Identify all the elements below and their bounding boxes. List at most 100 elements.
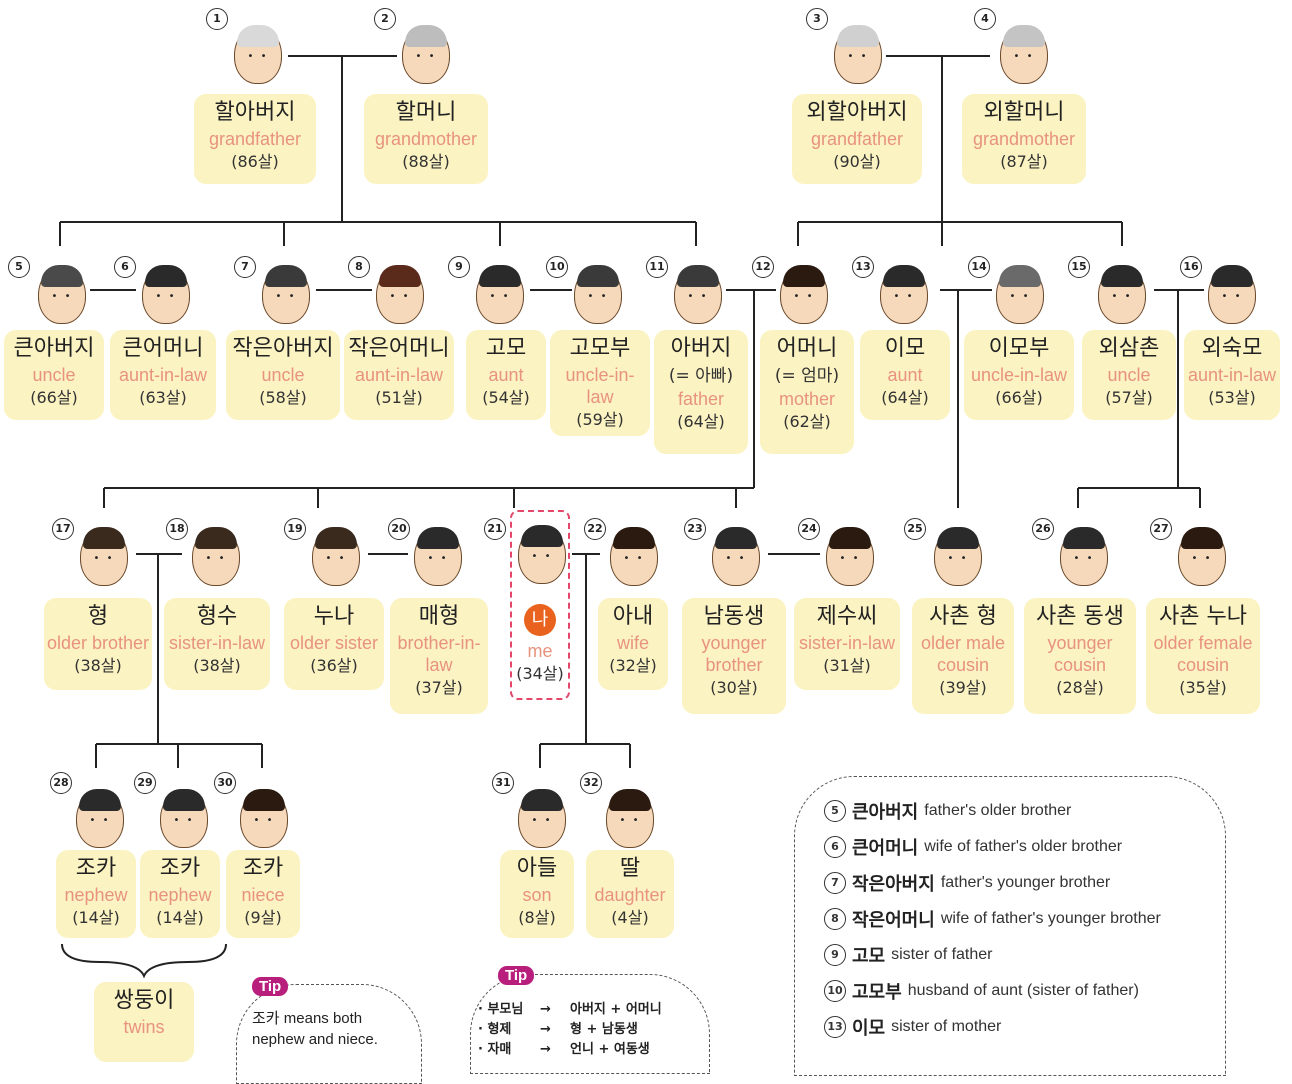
korean-term: 사촌 누나 <box>1159 604 1247 629</box>
member-age: (37살) <box>415 678 463 697</box>
member-number-badge: 6 <box>114 256 136 278</box>
member-age: (14살) <box>72 908 120 927</box>
tip-line: nephew and niece. <box>252 1031 378 1048</box>
legend-korean: 큰어머니 <box>852 838 919 859</box>
english-term: grandfather <box>810 129 904 149</box>
english-term: older sister <box>289 633 379 653</box>
legend-korean: 작은아버지 <box>852 874 935 895</box>
person-face-icon <box>780 265 828 324</box>
member-number-badge: 10 <box>546 256 568 278</box>
legend-number: 8 <box>824 908 846 930</box>
korean-term: 아버지 <box>670 336 732 361</box>
tip-row: · 형제→형 + 남동생 <box>478 1018 638 1037</box>
person-face-icon <box>414 527 462 586</box>
member-number-badge: 22 <box>584 518 606 540</box>
member-age: (30살) <box>710 678 758 697</box>
english-term: sister-in-law <box>798 633 895 653</box>
legend-description: husband of aunt (sister of father) <box>907 982 1139 999</box>
english-term: sister-in-law <box>168 633 265 653</box>
korean-term: 남동생 <box>703 604 765 629</box>
english-term: niece <box>241 885 285 905</box>
english-term: brother-in-law <box>397 633 481 675</box>
member-age: (59살) <box>576 410 624 429</box>
person-face-icon <box>674 265 722 324</box>
member-number-badge: 30 <box>214 772 236 794</box>
arrow-icon: → <box>540 1002 551 1017</box>
english-term: mother <box>778 389 836 409</box>
legend-description: father's younger brother <box>940 874 1111 891</box>
member-number-badge: 16 <box>1180 256 1202 278</box>
english-term: older male cousin <box>920 633 1006 675</box>
korean-term: 나 <box>524 604 556 636</box>
tip-badge: Tip <box>252 977 289 996</box>
legend-description: sister of father <box>891 946 993 963</box>
tip-parts: 아버지 + 어머니 <box>570 1002 662 1017</box>
english-term: son <box>522 885 552 905</box>
member-number-badge: 29 <box>134 772 156 794</box>
legend-korean: 고모부 <box>852 982 902 1003</box>
member-card: 아버지(= 아빠)father(64살) <box>654 330 748 454</box>
member-age: (58살) <box>259 388 307 407</box>
member-age: (34살) <box>516 664 564 683</box>
korean-term: 형 <box>87 604 109 629</box>
member-age: (88살) <box>402 152 450 171</box>
korean-term: 아들 <box>516 856 558 881</box>
legend-korean: 작은어머니 <box>852 910 935 931</box>
english-term: uncle-in-law <box>970 365 1068 385</box>
english-term: younger cousin <box>1047 633 1113 675</box>
korean-term: 조카 <box>75 856 117 881</box>
korean-term: 고모 <box>485 336 527 361</box>
member-age: (32살) <box>609 656 657 675</box>
person-face-icon <box>1208 265 1256 324</box>
person-face-icon <box>712 527 760 586</box>
informal-term: (= 아빠) <box>668 366 734 386</box>
korean-term: 할머니 <box>395 100 457 125</box>
member-number-badge: 14 <box>968 256 990 278</box>
person-face-icon <box>518 525 566 584</box>
person-face-icon <box>38 265 86 324</box>
legend-description: sister of mother <box>891 1018 1002 1035</box>
arrow-icon: → <box>540 1042 551 1057</box>
person-face-icon <box>240 789 288 848</box>
english-term: aunt-in-law <box>354 365 444 385</box>
korean-term: 고모부 <box>569 336 631 361</box>
tip-parts: 형 + 남동생 <box>570 1022 638 1037</box>
member-age: (4살) <box>611 908 649 927</box>
tip-text: 조카 means both nephew and niece. <box>252 1008 378 1050</box>
tip-line: 조카 means both <box>252 1010 363 1027</box>
english-term: daughter <box>594 885 666 905</box>
korean-term: 외할아버지 <box>806 100 908 125</box>
person-face-icon <box>160 789 208 848</box>
korean-term: 작은어머니 <box>348 336 450 361</box>
korean-term: 큰어머니 <box>122 336 204 361</box>
english-term: wife <box>616 633 649 653</box>
member-number-badge: 8 <box>348 256 370 278</box>
person-face-icon <box>834 25 882 84</box>
legend-number: 13 <box>824 1016 846 1038</box>
english-term: grandmother <box>374 129 478 149</box>
legend-number: 6 <box>824 836 846 858</box>
korean-term: 이모 <box>884 336 926 361</box>
tip-term: · 자매 <box>478 1042 512 1057</box>
member-age: (31살) <box>823 656 871 675</box>
person-face-icon <box>996 265 1044 324</box>
member-number-badge: 24 <box>798 518 820 540</box>
person-face-icon <box>518 789 566 848</box>
member-age: (39살) <box>939 678 987 697</box>
